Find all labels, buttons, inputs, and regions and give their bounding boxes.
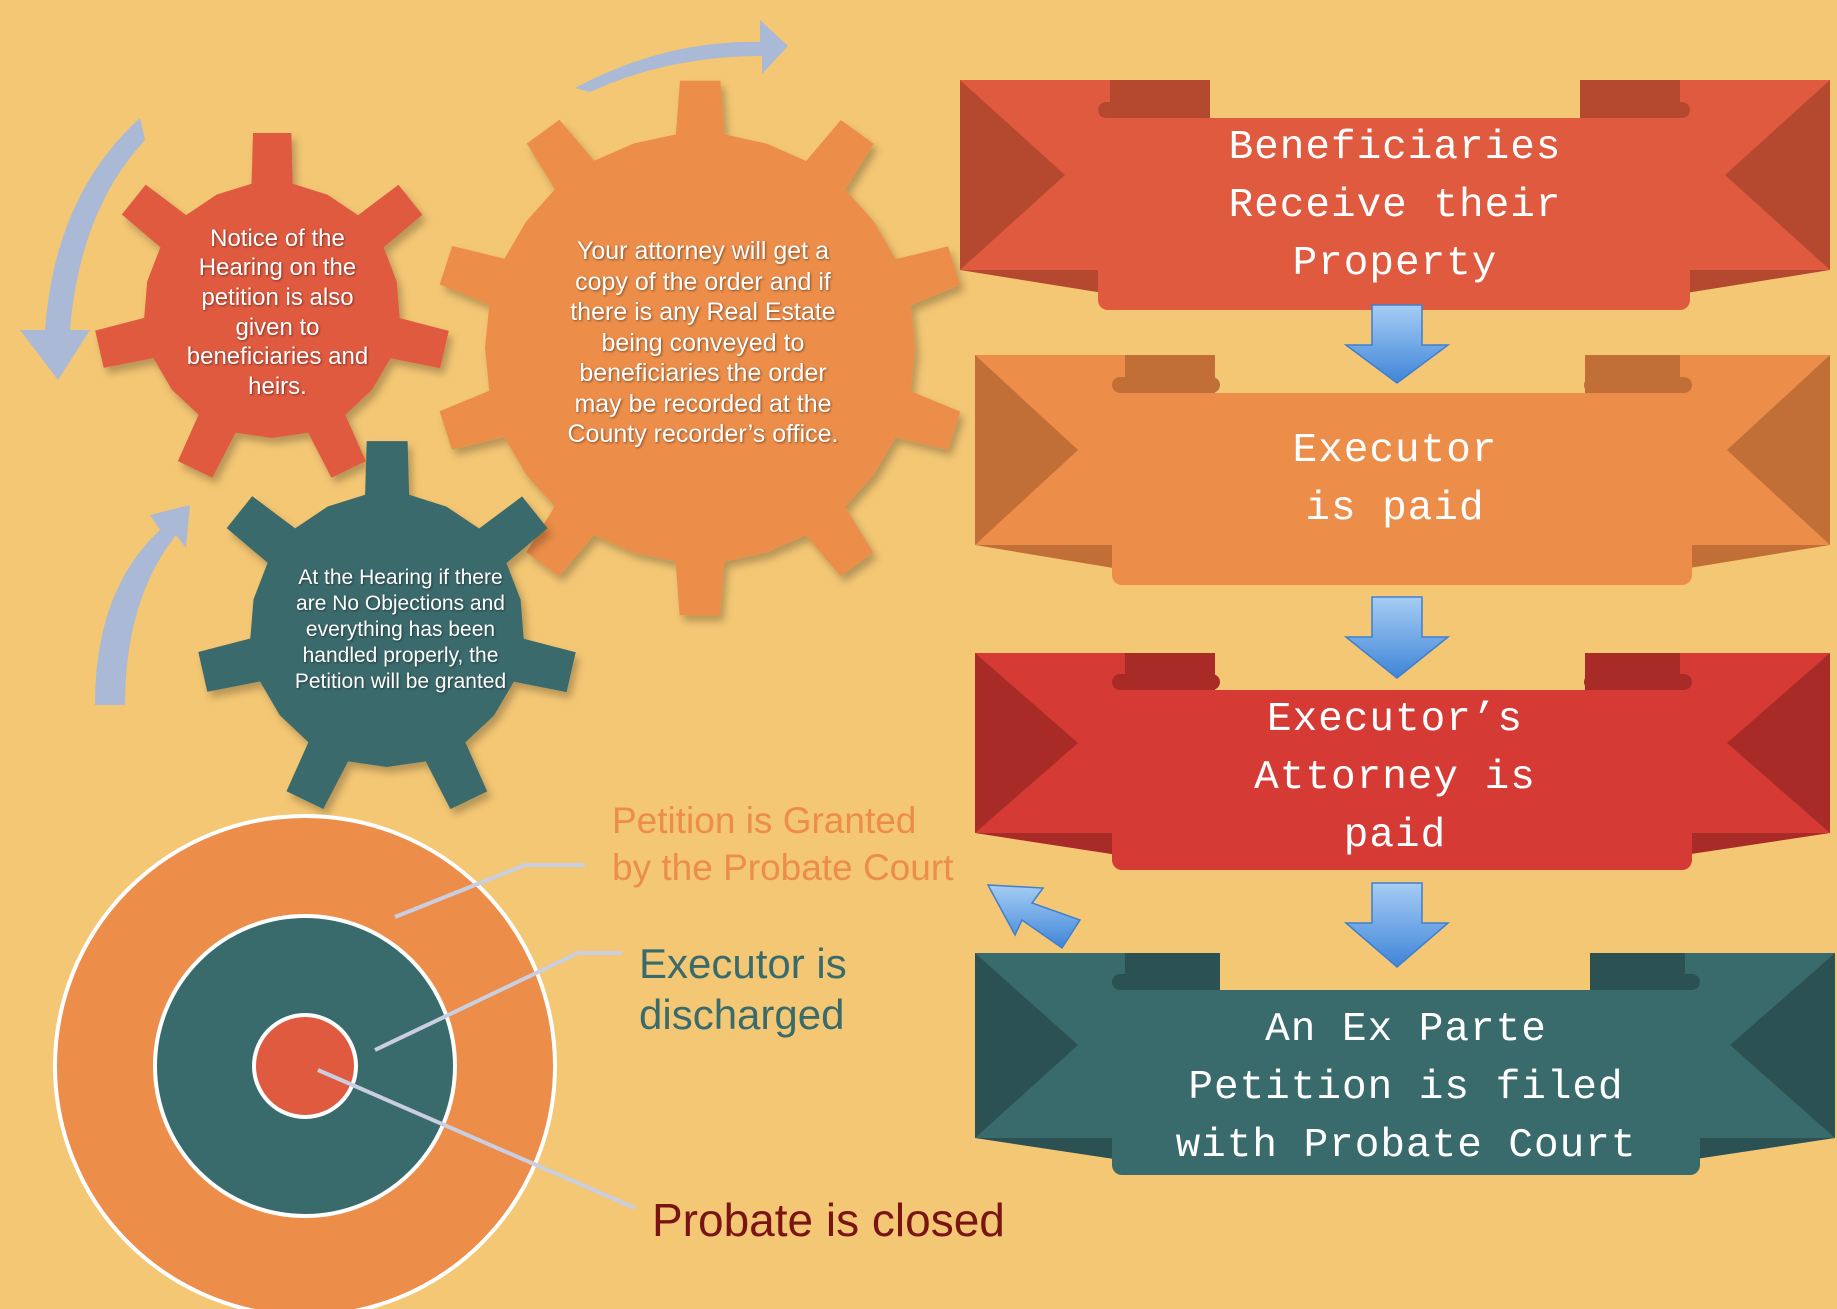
gear-hearing xyxy=(198,441,576,810)
banner-executor-paid-text: Executor is paid xyxy=(1292,428,1498,532)
leader-line-inner xyxy=(317,1068,636,1210)
leader-line-middle xyxy=(374,951,622,1052)
gear-attorney-text: Your attorney will get a copy of the ord… xyxy=(567,237,839,449)
banner-executor-paid xyxy=(975,355,1830,585)
gear-hearing-text: At the Hearing if there are No Objection… xyxy=(294,566,507,693)
banner-beneficiaries xyxy=(960,80,1830,310)
down-arrow-1 xyxy=(1343,304,1451,384)
banner-ex-parte-petition xyxy=(975,953,1835,1175)
down-arrow-3 xyxy=(1343,882,1451,968)
diagonal-arrow xyxy=(986,884,1082,950)
gear-attorney xyxy=(439,80,961,616)
target-outer-label: Petition is Granted by the Probate Court xyxy=(612,800,954,888)
down-arrow-2 xyxy=(1343,596,1451,679)
target-middle-label: Executor is discharged xyxy=(639,940,847,1038)
gear-notice-text: Notice of the Hearing on the petition is… xyxy=(186,224,369,400)
banner-ex-parte-text: An Ex Parte Petition is filed with Proba… xyxy=(1175,1006,1637,1169)
banner-beneficiaries-text: Beneficiaries Receive their Property xyxy=(1228,125,1562,287)
banner-attorney-paid xyxy=(975,653,1830,870)
target-inner-label: Probate is closed xyxy=(652,1194,1005,1246)
leader-line-outer xyxy=(394,863,585,919)
gear-notice xyxy=(95,133,449,478)
cycle-arrow-left-top xyxy=(20,118,145,380)
banner-attorney-paid-text: Executor’s Attorney is paid xyxy=(1254,696,1536,859)
cycle-arrow-top xyxy=(575,20,788,92)
target-circles xyxy=(53,814,557,1309)
cycle-arrow-left-bottom xyxy=(95,505,190,705)
